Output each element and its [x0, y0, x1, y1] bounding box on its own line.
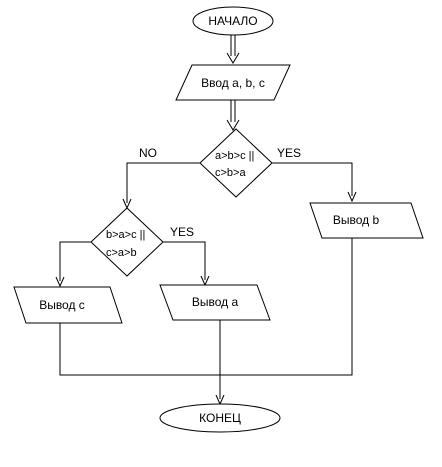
- start-terminator: НАЧАЛО: [192, 6, 274, 36]
- output-c-parallelogram: Вывод c: [13, 286, 123, 324]
- decision1-no-connector: [122, 162, 200, 210]
- end-label: КОНЕЦ: [199, 411, 241, 425]
- arrow-input-to-decision1: [226, 100, 240, 131]
- decision1-yes-connector: [272, 162, 357, 203]
- arrow-start-to-input: [226, 35, 240, 64]
- output-b-label: Вывод b: [333, 213, 380, 227]
- start-label: НАЧАЛО: [208, 14, 257, 28]
- decision1-yes-label: YES: [277, 146, 301, 160]
- output-a-parallelogram: Вывод a: [159, 284, 271, 321]
- decision1-line2: c>b>a: [215, 167, 246, 179]
- input-label: Ввод a, b, c: [201, 76, 265, 90]
- decision1-diamond: a>b>c || c>b>a: [199, 128, 273, 198]
- decision2-diamond: b>a>c || c>a>b: [90, 207, 164, 277]
- decision2-yes-connector: [163, 241, 210, 287]
- decision2-line2: c>a>b: [106, 247, 137, 259]
- output-b-parallelogram: Вывод b: [309, 202, 424, 239]
- decision2-yes-label: YES: [170, 225, 194, 239]
- output-c-label: Вывод c: [39, 298, 85, 312]
- decision1-line1: a>b>c ||: [215, 150, 254, 162]
- decision1-no-label: NO: [139, 146, 157, 160]
- input-parallelogram: Ввод a, b, c: [175, 64, 291, 101]
- decision2-line1: b>a>c ||: [106, 229, 145, 241]
- output-a-label: Вывод a: [192, 295, 239, 309]
- decision2-no-connector: [55, 241, 91, 288]
- end-terminator: КОНЕЦ: [159, 403, 281, 433]
